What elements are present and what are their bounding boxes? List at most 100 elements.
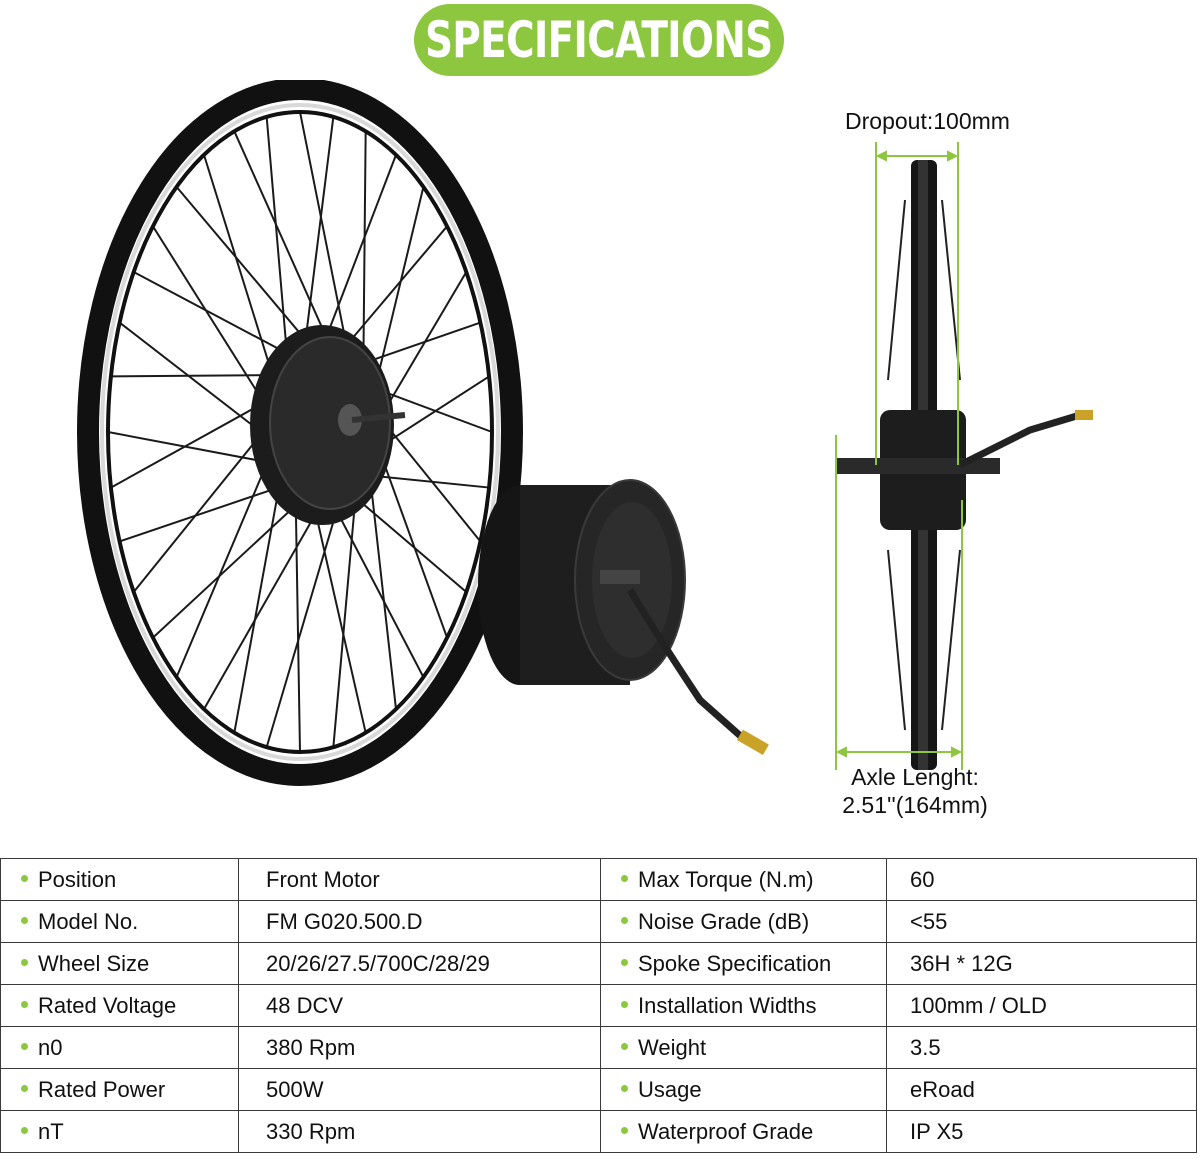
bullet-icon: [621, 1085, 628, 1093]
spoke: [362, 131, 367, 373]
dropout-label: Dropout:100mm: [845, 108, 1010, 134]
spec-label: nT: [38, 1118, 64, 1144]
spec-value: Front Motor: [266, 866, 380, 892]
spec-value: 380 Rpm: [266, 1034, 356, 1060]
spec-label: Usage: [638, 1076, 702, 1102]
spoke: [119, 484, 286, 543]
banner-title: SPECIFICATIONS: [425, 11, 773, 69]
spoke: [332, 487, 358, 748]
spoke: [367, 466, 397, 710]
spoke: [303, 116, 335, 350]
spec-value: 36H * 12G: [910, 950, 1013, 976]
spec-value-cell: 48 DCV: [238, 984, 601, 1027]
bullet-icon: [621, 959, 628, 967]
hub-motor: [478, 479, 769, 755]
table-row: Rated Power 500W Usage eRoad: [0, 1068, 1197, 1111]
spec-label: n0: [38, 1034, 63, 1060]
spec-label-cell: Installation Widths: [600, 984, 887, 1027]
table-row: nT 330 Rpm Waterproof Grade IP X5: [0, 1110, 1197, 1153]
spec-value-cell: Front Motor: [238, 858, 601, 901]
spoke: [331, 502, 425, 678]
spec-label: Max Torque (N.m): [638, 866, 814, 892]
spec-label-cell: nT: [0, 1110, 239, 1153]
specifications-banner: SPECIFICATIONS: [414, 4, 784, 76]
spec-label: Rated Voltage: [38, 992, 177, 1018]
spec-value-cell: eRoad: [886, 1068, 1197, 1111]
spoke: [374, 440, 449, 639]
spoke: [312, 503, 367, 733]
spec-label-cell: Position: [0, 858, 239, 901]
spec-label-cell: Rated Power: [0, 1068, 239, 1111]
axle-length-line1: Axle Lenght:: [851, 764, 979, 790]
spec-value-cell: <55: [886, 900, 1197, 943]
spec-label-cell: Max Torque (N.m): [600, 858, 887, 901]
spec-label-cell: Waterproof Grade: [600, 1110, 887, 1153]
bullet-icon: [21, 1043, 28, 1051]
axle-length-line2: 2.51''(164mm): [842, 792, 988, 818]
wheel-side-view: [836, 160, 1093, 770]
spoke: [203, 504, 322, 710]
spoke: [341, 225, 448, 352]
spec-label-cell: Spoke Specification: [600, 942, 887, 985]
spec-value-cell: FM G020.500.D: [238, 900, 601, 943]
spec-label: Installation Widths: [638, 992, 817, 1018]
spec-label-cell: Usage: [600, 1068, 887, 1111]
spoke: [233, 477, 282, 733]
spec-label-cell: Noise Grade (dB): [600, 900, 887, 943]
spec-label-cell: Rated Voltage: [0, 984, 239, 1027]
spoke: [118, 321, 269, 438]
bullet-icon: [621, 1001, 628, 1009]
spec-value-cell: 330 Rpm: [238, 1110, 601, 1153]
bullet-icon: [21, 917, 28, 925]
bullet-icon: [621, 917, 628, 925]
spec-value: <55: [910, 908, 948, 934]
table-row: Wheel Size 20/26/27.5/700C/28/29 Spoke Spe…: [0, 942, 1197, 985]
spec-label: Weight: [638, 1034, 707, 1060]
spec-label-cell: n0: [0, 1026, 239, 1069]
bullet-icon: [621, 875, 628, 883]
spec-value: 3.5: [910, 1034, 941, 1060]
spoke: [358, 321, 481, 366]
spoke: [369, 385, 493, 433]
bullet-icon: [21, 875, 28, 883]
bullet-icon: [21, 959, 28, 967]
spec-value: 330 Rpm: [266, 1118, 356, 1144]
spec-value-cell: IP X5: [886, 1110, 1197, 1153]
spoke: [299, 111, 350, 355]
spoke: [376, 271, 468, 424]
product-illustration: [77, 80, 1093, 786]
spec-label: Noise Grade (dB): [638, 908, 810, 934]
spec-value: eRoad: [910, 1076, 975, 1102]
spoke: [233, 130, 332, 347]
spec-label: Waterproof Grade: [638, 1118, 814, 1144]
spec-value: 100mm / OLD: [910, 992, 1047, 1018]
spec-label: Spoke Specification: [638, 950, 832, 976]
spoke: [107, 431, 274, 465]
bullet-icon: [21, 1001, 28, 1009]
spoke: [110, 398, 271, 489]
axle-dimension: [835, 435, 963, 770]
spec-value-cell: 3.5: [886, 1026, 1197, 1069]
spoke: [322, 154, 397, 346]
spec-value: 60: [910, 866, 935, 892]
bullet-icon: [621, 1043, 628, 1051]
spoke: [110, 374, 280, 378]
spoke: [203, 154, 276, 384]
bullet-icon: [21, 1085, 28, 1093]
spoke: [132, 426, 268, 593]
spec-label-cell: Weight: [600, 1026, 887, 1069]
spoke: [152, 498, 303, 639]
spec-label-cell: Wheel Size: [0, 942, 239, 985]
spoke: [372, 186, 425, 397]
spec-value: FM G020.500.D: [266, 908, 423, 934]
spec-value-cell: 60: [886, 858, 1197, 901]
spoke: [294, 495, 301, 753]
spec-value: 500W: [266, 1076, 324, 1102]
spec-value-cell: 500W: [238, 1068, 601, 1111]
spec-value: IP X5: [910, 1118, 964, 1144]
spec-label: Wheel Size: [38, 950, 150, 976]
spec-value-cell: 20/26/27.5/700C/28/29: [238, 942, 601, 985]
spec-value: 20/26/27.5/700C/28/29: [266, 950, 490, 976]
